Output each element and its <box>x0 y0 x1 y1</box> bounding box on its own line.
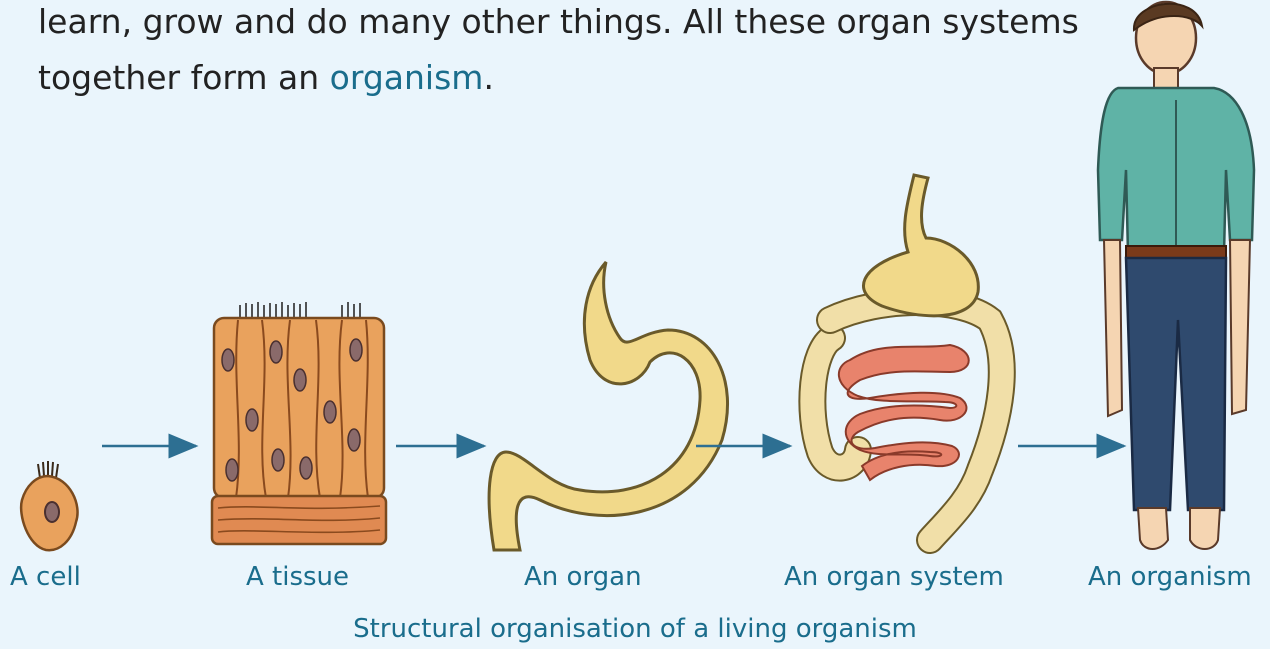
tissue-illustration <box>212 302 386 544</box>
organ-system-illustration <box>812 175 1001 540</box>
label-organism: An organism <box>1088 562 1252 592</box>
label-tissue: A tissue <box>246 562 349 592</box>
organism-illustration <box>1098 2 1254 549</box>
cell-illustration <box>21 461 77 550</box>
label-cell: A cell <box>10 562 81 592</box>
label-organ: An organ <box>524 562 642 592</box>
label-organ-system: An organ system <box>784 562 1004 592</box>
diagram-caption: Structural organisation of a living orga… <box>0 614 1270 644</box>
stomach-illustration <box>489 262 727 550</box>
